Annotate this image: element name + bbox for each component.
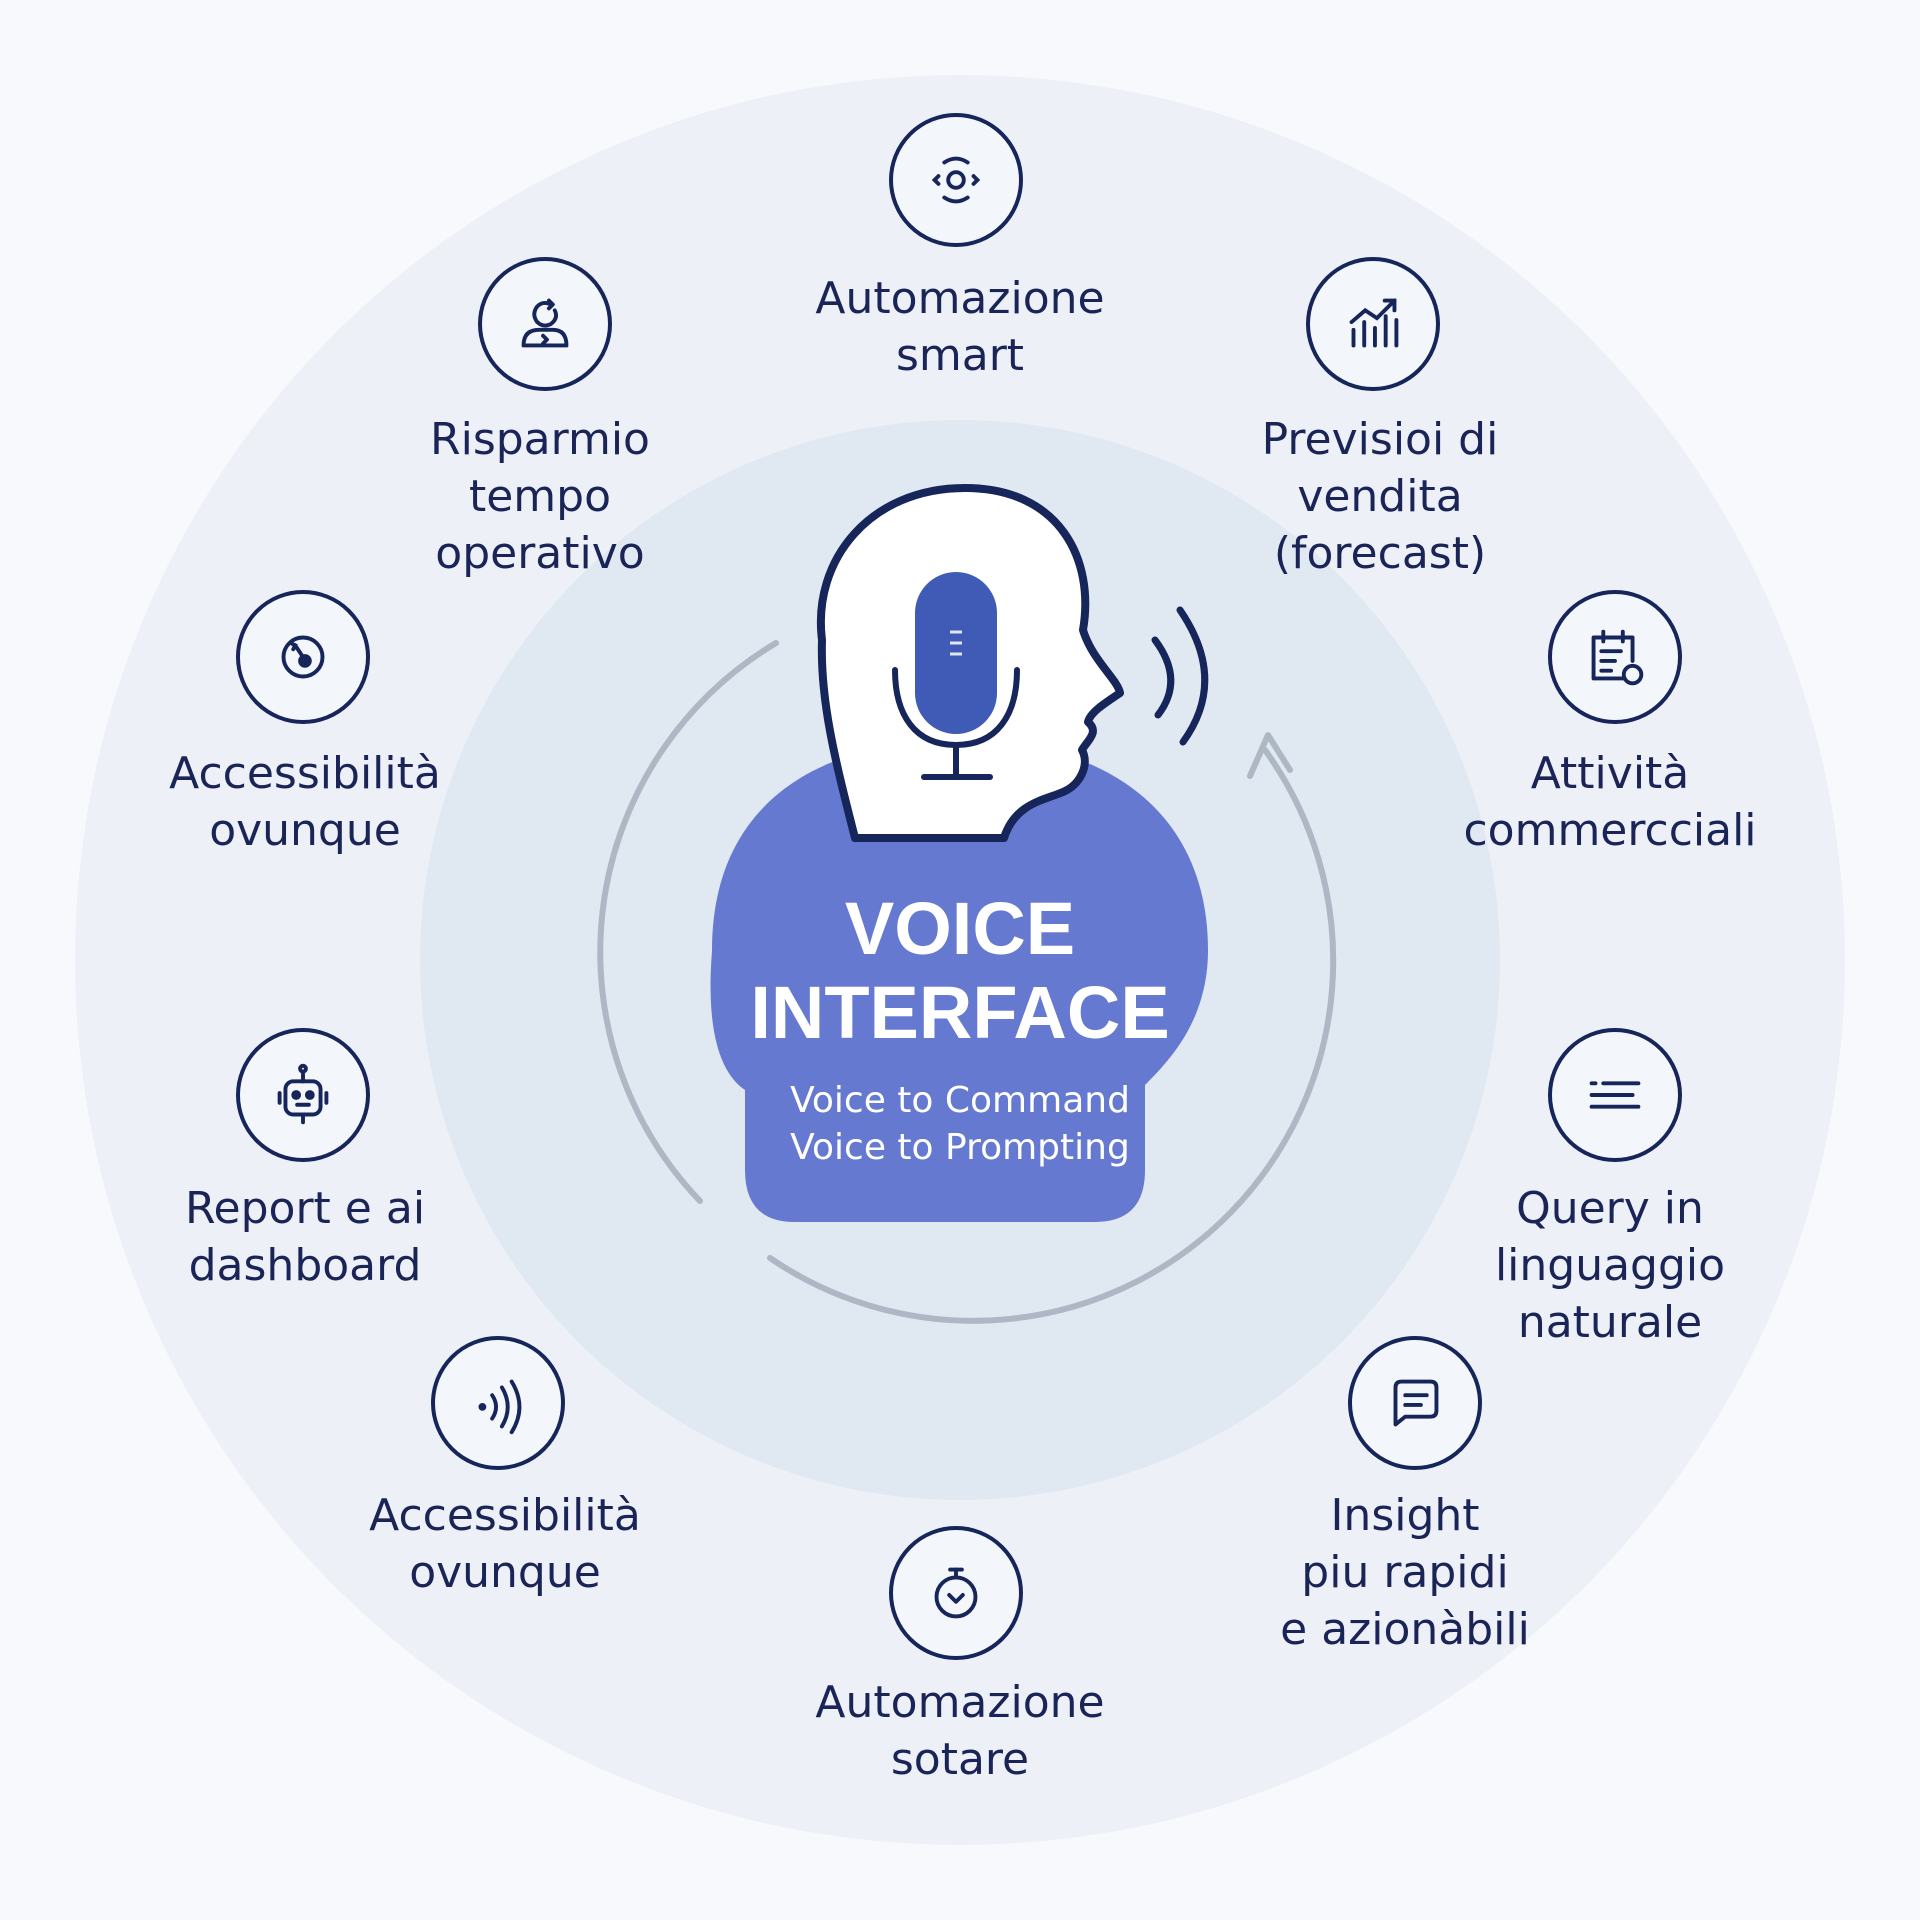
cycle-arrow-head — [1247, 732, 1293, 779]
sound-ring-icon — [889, 113, 1023, 247]
center-title-line1: VOICE — [844, 887, 1076, 970]
chat-bubble-icon — [1348, 1336, 1482, 1470]
sound-waves-icon — [431, 1336, 565, 1470]
voice-wave-2 — [1176, 606, 1209, 746]
calendar-clock-icon — [1548, 590, 1682, 724]
stopwatch-icon — [889, 1526, 1023, 1660]
center-subtitle-line1: Voice to Command — [790, 1080, 1130, 1121]
voice-wave-1 — [1151, 636, 1175, 719]
bar-chart-icon — [1306, 257, 1440, 391]
person-refresh-icon — [478, 257, 612, 391]
cycle-arc-right — [767, 747, 1337, 1324]
target-icon — [236, 590, 370, 724]
cycle-arc-left — [597, 640, 779, 1204]
robot-icon — [236, 1028, 370, 1162]
text-lines-icon — [1548, 1028, 1682, 1162]
mic-grille — [950, 630, 962, 656]
center-title-line2: INTERFACE — [750, 971, 1170, 1054]
center-subtitle-line2: Voice to Prompting — [790, 1127, 1130, 1168]
body-shape — [710, 740, 1208, 1222]
